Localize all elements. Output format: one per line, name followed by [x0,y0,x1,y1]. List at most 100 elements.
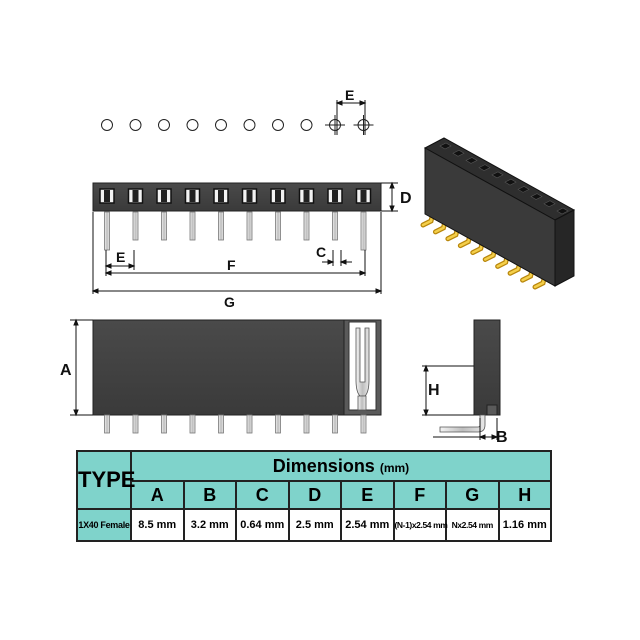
value-cell: 8.5 mm [130,508,185,542]
pin [189,211,196,241]
pin [303,211,310,241]
pin [275,414,281,434]
isometric-render [420,137,576,290]
pin [360,211,367,251]
pin [161,414,167,434]
pin [132,211,139,241]
dimensions-title: Dimensions [272,455,375,476]
column-header: H [497,480,552,510]
footprint-hole [101,119,113,131]
pin [161,211,167,241]
dimensions-table: TYPE Dimensions (mm) A B C D E F G H 1X4… [76,450,552,542]
dimension-e-front [104,250,136,270]
column-header: F [392,480,447,510]
pin [246,414,253,434]
housing-end [473,319,501,416]
pin [104,414,110,434]
footprint-hole [129,119,142,131]
socket-contact [161,190,167,202]
column-header: D [287,480,342,510]
column-header: C [235,480,290,510]
end-view [439,319,501,433]
front-holes [99,188,372,204]
dimensions-header: Dimensions (mm) [130,450,552,482]
value-cell: 2.54 mm [340,508,395,542]
table-row: 1X40 Female 8.5 mm 3.2 mm 0.64 mm 2.5 mm… [76,508,552,542]
iso-hole [439,142,452,150]
socket-contact [332,190,338,202]
pcb-footprint [101,115,374,135]
label-e-top: E [345,87,354,103]
dimension-c [322,250,352,266]
pin [104,211,110,251]
label-b: B [496,429,508,446]
end-pin [439,414,486,433]
footprint-hole [186,119,199,131]
column-header: G [445,480,500,510]
type-header: TYPE [76,450,135,510]
iso-hole [491,171,504,179]
pin [132,414,139,434]
value-cell: Nx2.54 mm [445,508,500,542]
socket-contact [360,190,367,202]
label-h: H [428,382,440,399]
side-pins [104,414,367,434]
pin [360,414,367,434]
housing-side [92,319,382,416]
socket-contact [189,190,196,202]
dimension-b [433,418,499,440]
socket-contact [104,190,110,202]
iso-hole [478,164,491,172]
side-elevation [92,319,382,434]
iso-hole [452,149,465,157]
label-a: A [60,362,72,379]
footprint-hole [300,119,313,131]
pin [303,414,310,434]
label-c: C [316,244,326,260]
iso-hole [556,207,569,215]
pin [189,414,196,434]
footprint-hole [215,119,227,131]
dimension-g [91,212,383,294]
dimension-a [70,318,93,417]
pin [275,211,281,241]
dimensions-unit: (mm) [379,460,410,475]
footprint-hole [158,119,170,131]
footprint-hole [243,119,256,131]
iso-hole [504,178,517,186]
footprint-hole [272,119,284,131]
pin [218,414,224,434]
label-f: F [227,257,236,273]
socket-contact [132,190,139,202]
iso-hole [530,193,543,200]
pin [332,211,338,241]
value-cell: 3.2 mm [182,508,237,542]
iso-hole [465,157,478,164]
value-cell: 0.64 mm [235,508,290,542]
column-header: B [182,480,237,510]
socket-contact [275,190,281,202]
dimension-e-footprint [335,100,367,135]
label-g: G [224,294,235,310]
row-type-cell: 1X40 Female [76,508,132,542]
socket-contact [246,190,253,202]
label-e-front: E [116,249,125,265]
dimension-h [422,364,474,417]
front-pins [104,211,367,251]
iso-hole [543,200,556,208]
value-cell: 2.5 mm [287,508,342,542]
value-cell: 1.16 mm [497,508,552,542]
iso-hole [517,185,530,193]
label-d: D [400,190,412,207]
socket-contact [303,190,310,202]
dimension-d [381,181,398,213]
value-cell: (N-1)x2.54 mm [392,508,448,542]
pin [218,211,224,241]
socket-contact [218,190,224,202]
column-header: E [340,480,395,510]
front-view [92,182,382,251]
column-header: A [130,480,185,510]
pin [332,414,338,434]
dimension-f [104,250,367,276]
